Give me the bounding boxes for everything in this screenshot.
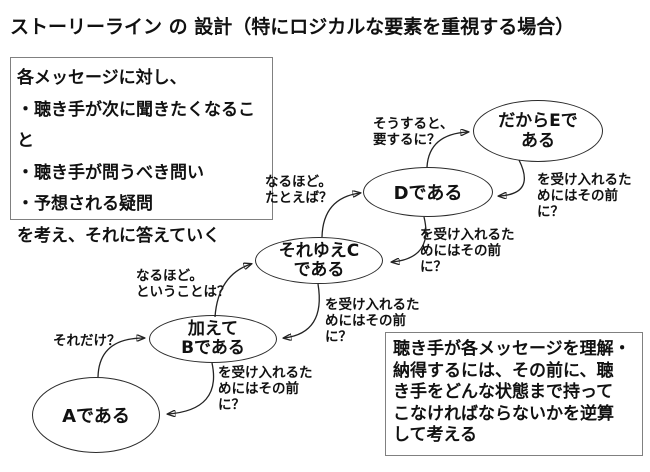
- node-b-ellipse: 加えて Bである: [149, 315, 277, 363]
- label-d-to-e: そうすると、 要するに？: [373, 116, 454, 148]
- arrow-c-to-b: [284, 283, 320, 338]
- arrow-b-to-a: [168, 362, 215, 414]
- label-accept-d-to-c: を受け入れるた めにはその前 に？: [420, 227, 515, 275]
- label-c-to-d: なるほど。 たとえば？: [265, 174, 333, 206]
- arrow-e-to-d: [499, 159, 525, 196]
- label-accept-e-to-d: を受け入れるた めにはその前 に？: [537, 172, 632, 220]
- label-b-to-c: なるほど。 ということは？: [136, 268, 231, 300]
- node-d-ellipse: Dである: [363, 167, 493, 217]
- label-accept-b-to-a: を受け入れるた めにはその前 に？: [218, 365, 313, 413]
- page-title: ストーリーライン の 設計（特にロジカルな要素を重視する場合）: [10, 16, 575, 38]
- reverse-calculation-note-box: 聴き手が各メッセージを理解・ 納得するには、その前に、聴 き手をどんな状態まで持…: [385, 332, 643, 456]
- label-a-to-b: それだけ？: [53, 333, 121, 349]
- node-e-ellipse: だからEで ある: [473, 100, 603, 162]
- node-a-ellipse: Aである: [32, 377, 160, 453]
- message-design-note-box: 各メッセージに対し、 ・聴き手が次に聞きたくなること ・聴き手が問うべき問い ・…: [10, 57, 273, 246]
- node-c-ellipse: それゆえC である: [255, 237, 383, 284]
- label-accept-c-to-b: を受け入れるた めにはその前 に？: [325, 297, 420, 345]
